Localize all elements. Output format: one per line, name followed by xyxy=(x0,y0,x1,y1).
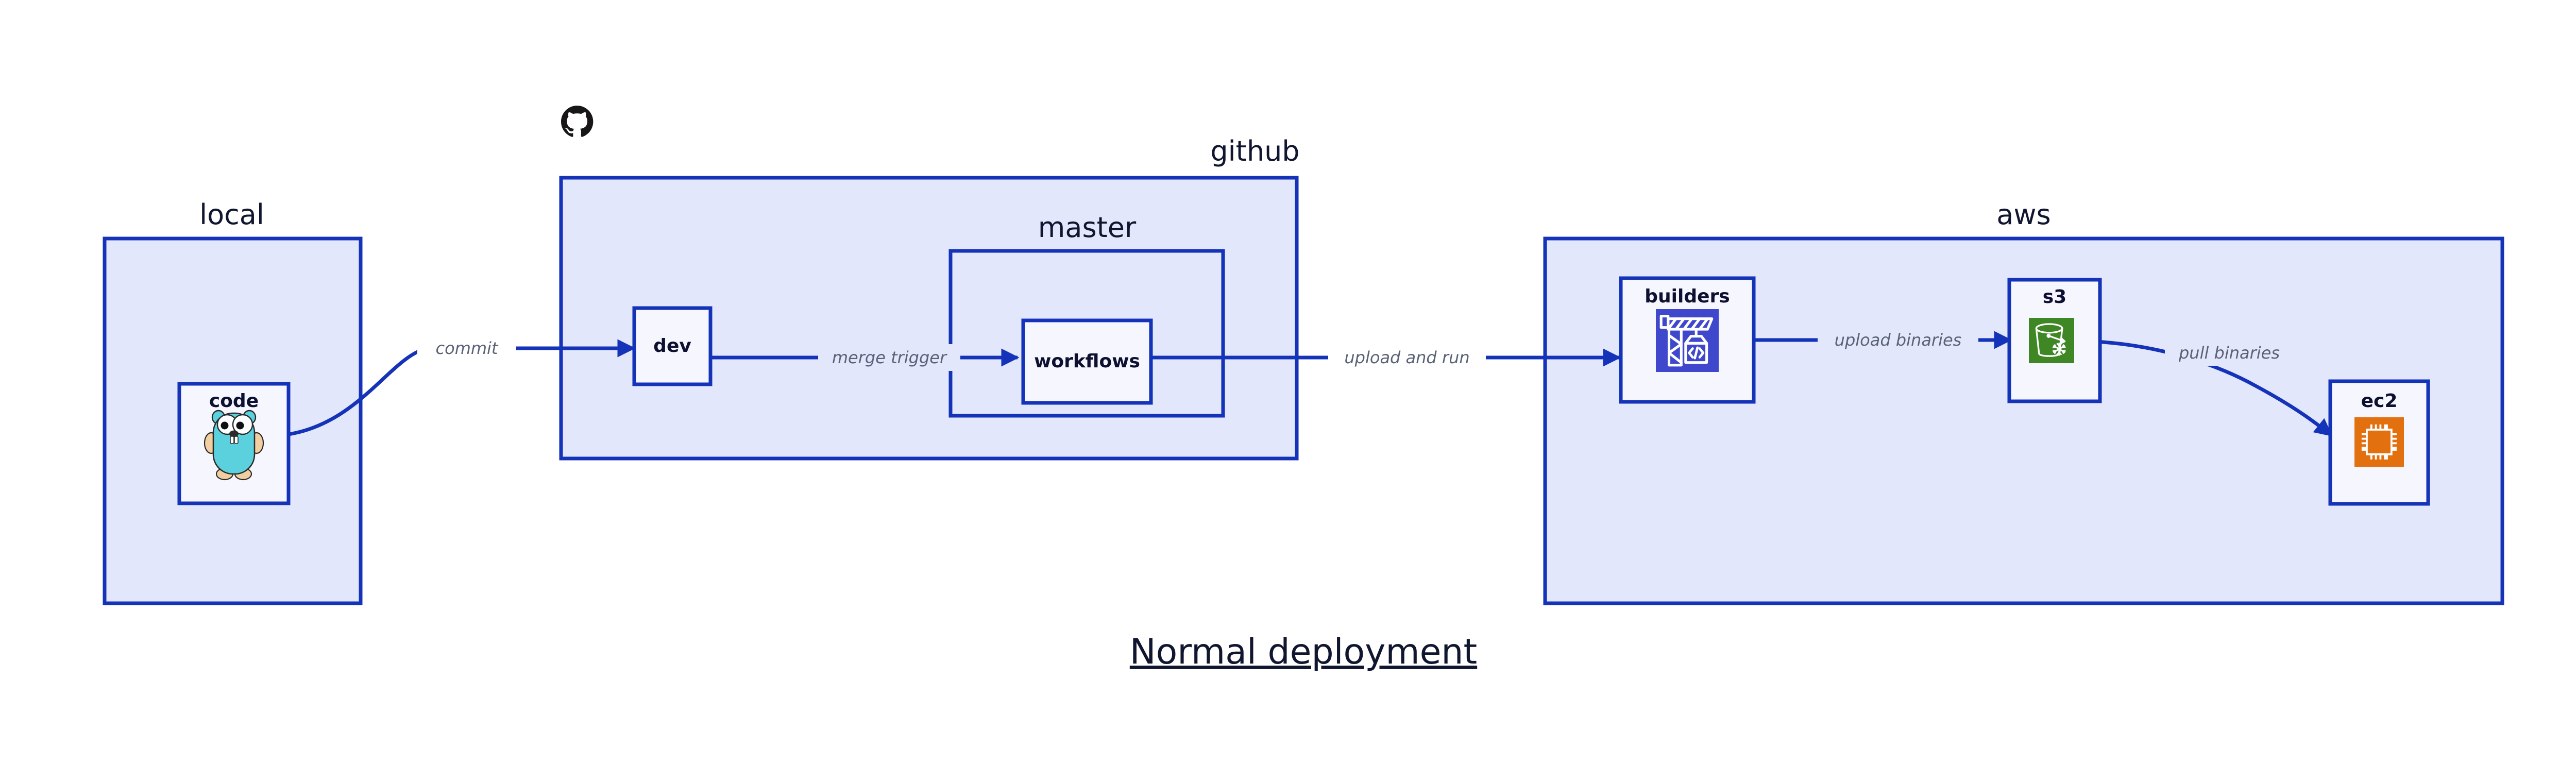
container-github-label: github xyxy=(1210,135,1299,167)
container-local-label: local xyxy=(199,198,264,231)
node-builders-label: builders xyxy=(1645,286,1730,307)
edge-workflows-to-builders-label: upload and run xyxy=(1344,348,1469,367)
edge-code-to-dev: commit xyxy=(288,335,636,436)
edge-code-to-dev-label-bg xyxy=(417,335,516,362)
edge-dev-to-workflows: merge trigger xyxy=(709,344,1020,371)
node-code[interactable]: code xyxy=(177,382,291,505)
node-dev[interactable]: dev xyxy=(632,306,713,386)
edge-dev-to-workflows-label: merge trigger xyxy=(832,348,947,367)
node-s3[interactable]: s3 xyxy=(2007,278,2102,403)
edge-s3-to-ec2: pull binaries xyxy=(2095,339,2333,437)
edge-workflows-to-builders-label-bg xyxy=(1328,344,1486,371)
edge-s3-to-ec2-label-bg xyxy=(2165,340,2294,366)
node-code-label: code xyxy=(209,390,259,412)
node-builders[interactable]: builders xyxy=(1619,276,1756,404)
edge-builders-to-s3-label: upload binaries xyxy=(1835,330,1962,350)
node-s3-label: s3 xyxy=(2043,286,2066,308)
container-aws-label: aws xyxy=(1996,198,2050,231)
container-master-label: master xyxy=(1038,211,1137,244)
node-ec2-label: ec2 xyxy=(2361,390,2398,412)
node-dev-box[interactable] xyxy=(632,306,713,386)
node-code-box[interactable] xyxy=(177,382,291,505)
edge-builders-to-s3-label-bg xyxy=(1818,327,1978,353)
edge-s3-to-ec2-path xyxy=(2095,339,2333,437)
node-ec2[interactable]: ec2 xyxy=(2328,379,2430,506)
node-workflows[interactable]: workflows xyxy=(1021,318,1153,405)
edge-builders-to-s3: upload binaries xyxy=(1754,327,2012,353)
page-title: Normal deployment xyxy=(1130,632,1477,672)
node-workflows-label: workflows xyxy=(1034,351,1140,372)
edge-s3-to-ec2-label: pull binaries xyxy=(2178,343,2280,363)
edge-code-to-dev-label: commit xyxy=(436,338,499,358)
node-workflows-box[interactable] xyxy=(1021,318,1153,405)
node-ec2-icon-bg xyxy=(2354,417,2404,467)
edge-workflows-to-builders: upload and run xyxy=(1150,344,1621,371)
github-octocat-icon xyxy=(561,106,594,137)
node-dev-label: dev xyxy=(653,335,691,356)
edge-dev-to-workflows-label-bg xyxy=(818,344,960,371)
